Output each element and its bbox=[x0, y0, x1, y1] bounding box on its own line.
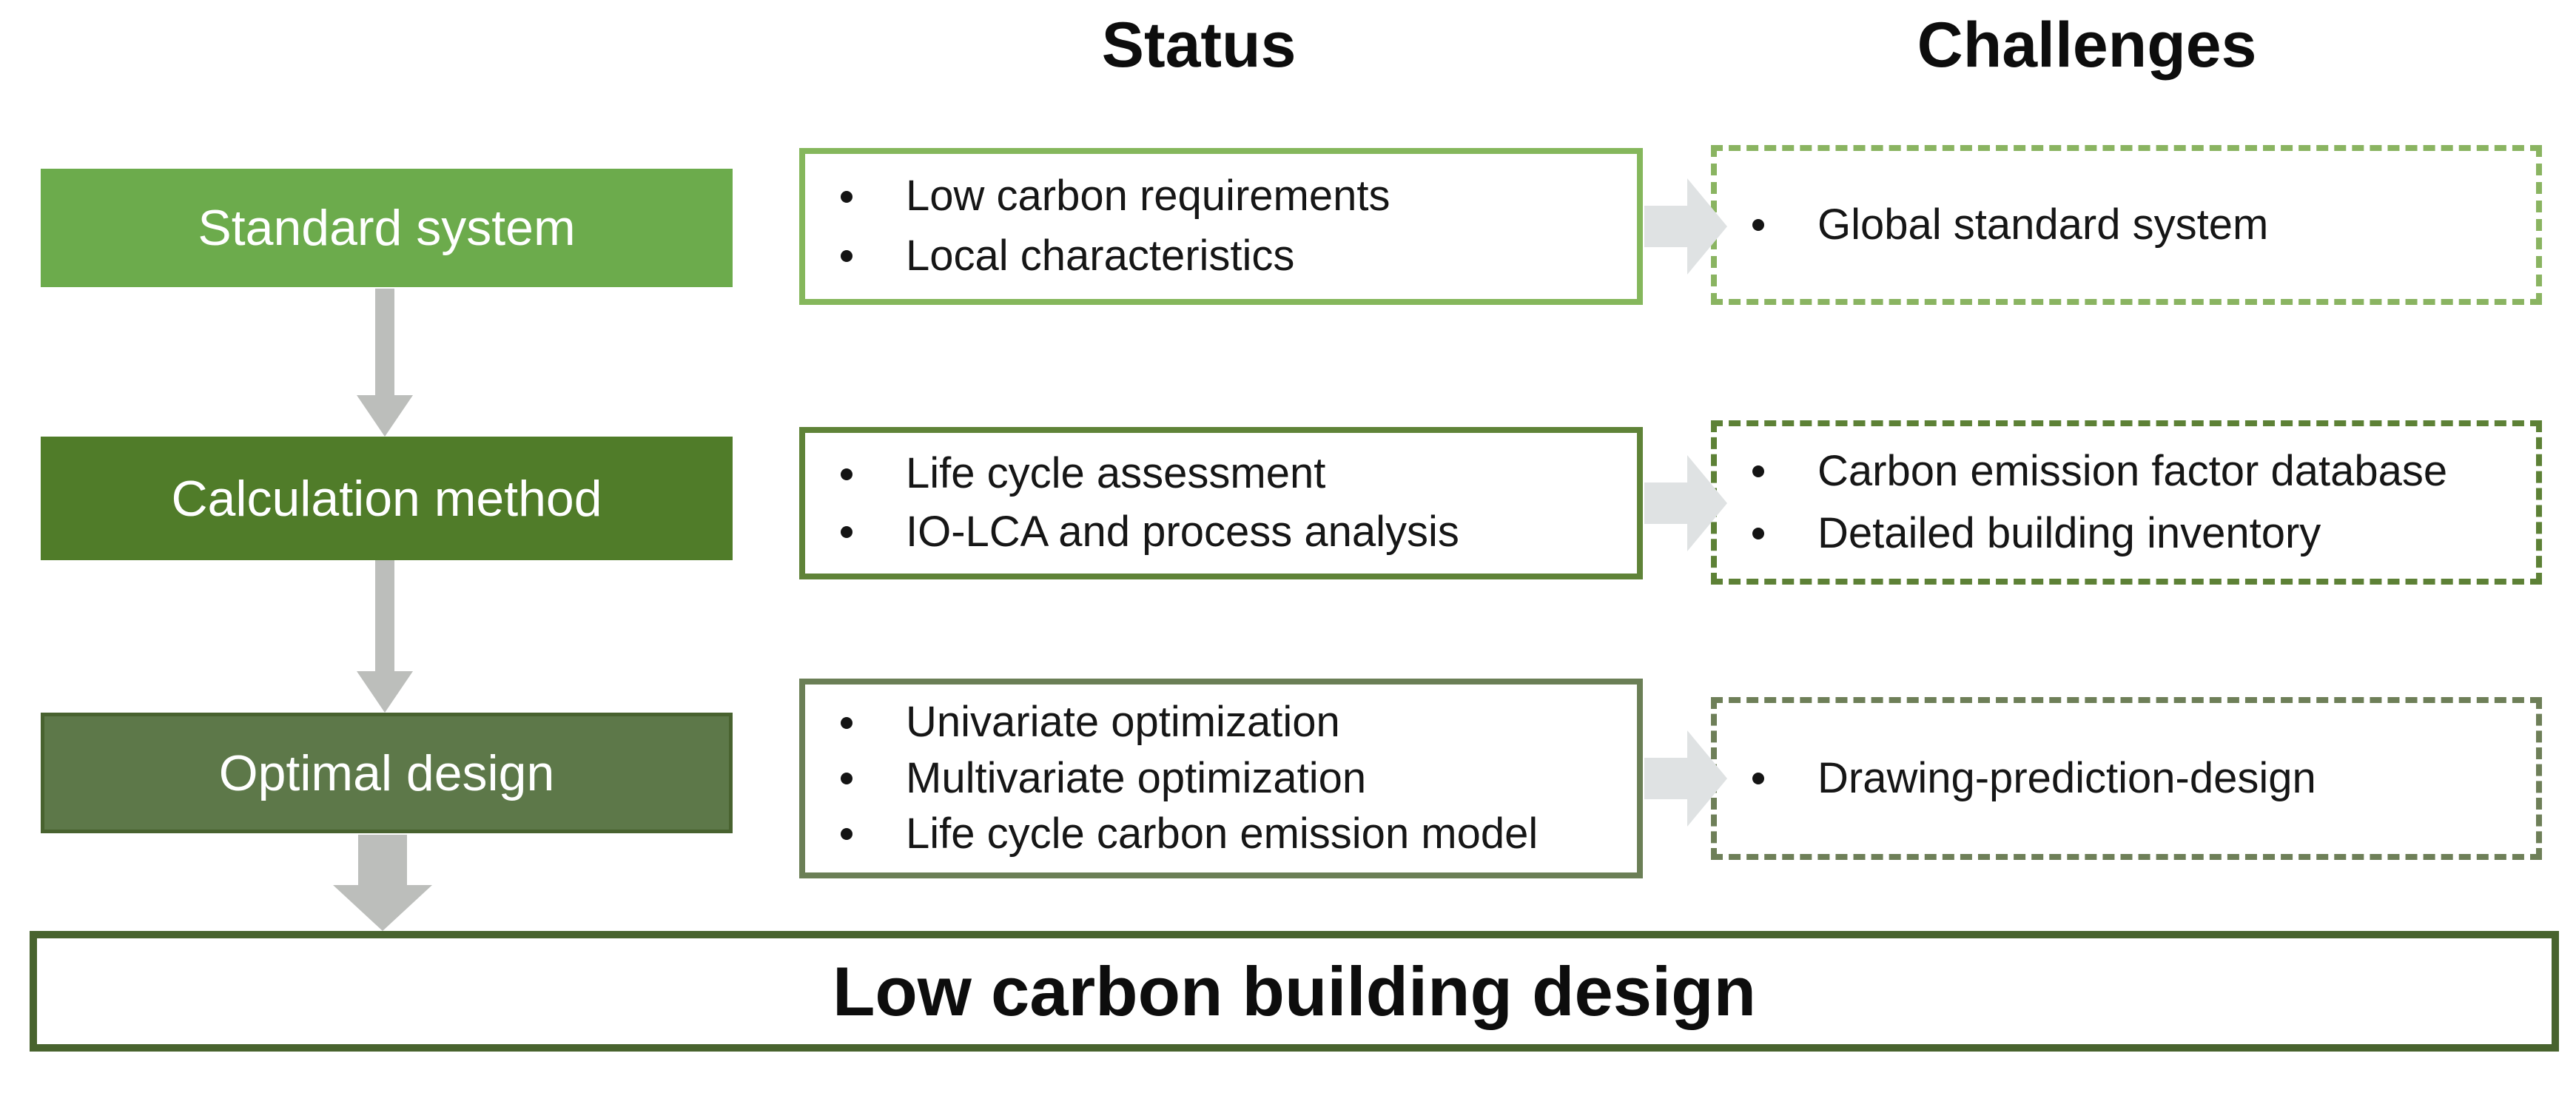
list-item: Low carbon requirements bbox=[841, 172, 1630, 221]
stage-box-calculation-method: Calculation method bbox=[41, 437, 733, 560]
footer-title: Low carbon building design bbox=[832, 952, 1757, 1030]
arrow-shaft bbox=[1644, 758, 1687, 799]
status-box-optimal-design: Univariate optimization Multivariate opt… bbox=[799, 679, 1643, 878]
bullet-icon bbox=[1752, 465, 1764, 477]
bullet-icon bbox=[841, 250, 852, 263]
right-arrow-icon bbox=[1644, 178, 1727, 275]
arrow-shaft bbox=[1644, 206, 1687, 247]
bullet-text: Drawing-prediction-design bbox=[1817, 753, 2316, 802]
bullet-icon bbox=[841, 526, 852, 539]
bullet-icon bbox=[1752, 773, 1764, 784]
status-box-calculation-method: Life cycle assessment IO-LCA and process… bbox=[799, 427, 1643, 579]
list-item: Detailed building inventory bbox=[1752, 509, 2529, 559]
status-column-header: Status bbox=[1101, 10, 1297, 81]
down-arrow-icon bbox=[357, 560, 413, 713]
arrow-shaft bbox=[358, 835, 407, 885]
challenge-box-optimal-design: Drawing-prediction-design bbox=[1711, 697, 2542, 860]
stage-box-standard-system: Standard system bbox=[41, 169, 733, 287]
list-item: Local characteristics bbox=[841, 232, 1630, 281]
list-item: Global standard system bbox=[1752, 201, 2529, 250]
bullet-icon bbox=[841, 828, 852, 841]
arrow-head bbox=[357, 671, 413, 713]
bullet-icon bbox=[841, 773, 852, 784]
bullet-text: Local characteristics bbox=[906, 232, 1295, 280]
bullet-text: Detailed building inventory bbox=[1817, 508, 2321, 557]
arrow-shaft bbox=[375, 289, 394, 395]
list-item: Drawing-prediction-design bbox=[1752, 754, 2529, 804]
footer-banner: Low carbon building design bbox=[30, 931, 2559, 1052]
challenge-box-calculation-method: Carbon emission factor database Detailed… bbox=[1711, 420, 2542, 585]
bullet-icon bbox=[841, 190, 852, 203]
bullet-text: Carbon emission factor database bbox=[1817, 446, 2448, 495]
challenges-column-header: Challenges bbox=[1917, 10, 2257, 81]
status-box-standard-system: Low carbon requirements Local characteri… bbox=[799, 148, 1643, 305]
arrow-head bbox=[1687, 455, 1727, 551]
bullet-text: Life cycle assessment bbox=[906, 449, 1326, 498]
right-arrow-icon bbox=[1644, 730, 1727, 827]
stage-box-optimal-design: Optimal design bbox=[41, 713, 733, 833]
bullet-text: Multivariate optimization bbox=[906, 753, 1367, 802]
arrow-shaft bbox=[1644, 482, 1687, 524]
bullet-text: IO-LCA and process analysis bbox=[906, 508, 1459, 556]
list-item: Univariate optimization bbox=[841, 698, 1630, 747]
arrow-head bbox=[357, 395, 413, 437]
list-item: IO-LCA and process analysis bbox=[841, 508, 1630, 557]
list-item: Multivariate optimization bbox=[841, 754, 1630, 804]
bullet-icon bbox=[1752, 528, 1764, 540]
list-item: Carbon emission factor database bbox=[1752, 447, 2529, 497]
list-item: Life cycle assessment bbox=[841, 449, 1630, 499]
bullet-icon bbox=[841, 468, 852, 480]
bullet-text: Global standard system bbox=[1817, 200, 2269, 249]
right-arrow-icon bbox=[1644, 455, 1727, 551]
arrow-head bbox=[1687, 178, 1727, 275]
bullet-text: Univariate optimization bbox=[906, 698, 1340, 747]
bullet-icon bbox=[1752, 219, 1764, 231]
list-item: Life cycle carbon emission model bbox=[841, 810, 1630, 859]
challenge-box-standard-system: Global standard system bbox=[1711, 145, 2542, 305]
bullet-text: Life cycle carbon emission model bbox=[906, 809, 1538, 858]
bullet-text: Low carbon requirements bbox=[906, 172, 1390, 221]
arrow-shaft bbox=[375, 560, 394, 671]
arrow-head bbox=[1687, 730, 1727, 827]
down-arrow-icon-wide bbox=[333, 835, 432, 931]
arrow-head bbox=[333, 885, 432, 931]
down-arrow-icon bbox=[357, 289, 413, 437]
bullet-icon bbox=[841, 716, 852, 729]
